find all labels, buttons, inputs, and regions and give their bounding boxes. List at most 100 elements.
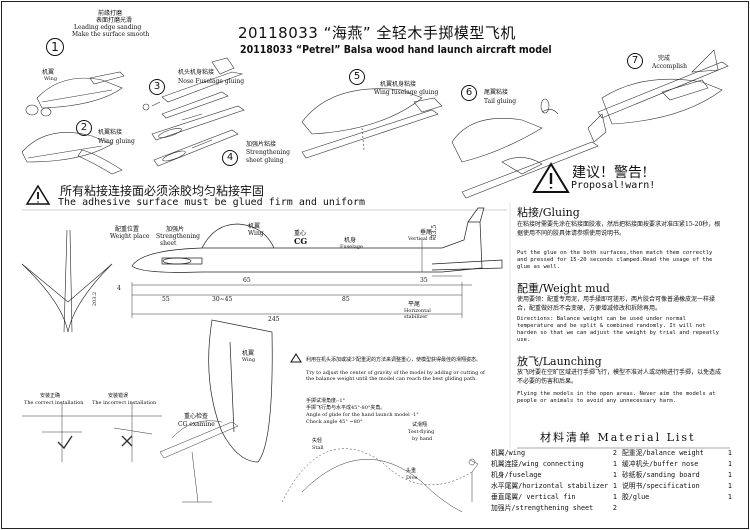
dive-cn: 头重 [406, 468, 417, 474]
wing2-cn: 机翼 [242, 350, 255, 357]
dim-203-2: 203.2 [92, 291, 99, 307]
side-view-fuselage [131, 207, 503, 273]
dim-85: 85 [342, 296, 350, 303]
weight-heading: 配重/Weight mud [517, 282, 610, 295]
material-qty: 1 [727, 493, 732, 501]
step5-label-cn: 机翼机身粘接 [380, 81, 417, 88]
material-qty: 2 [612, 504, 617, 512]
step-5-number: 5 [349, 69, 365, 85]
material-qty: 1 [727, 449, 732, 457]
step-1-number: 1 [46, 38, 64, 56]
test-cn: 试滑翔 [412, 422, 428, 428]
step3-label-cn: 机头机身粘接 [178, 69, 215, 76]
gluing-heading: 粘接/Gluing [517, 206, 580, 219]
launch-text-en: Flying the models in the open areas. Nev… [517, 391, 716, 404]
dim-65: 65 [243, 277, 251, 284]
front-view [21, 229, 113, 333]
material-qty: 1 [612, 493, 617, 501]
material-qty: 1 [612, 460, 617, 468]
title-cn: 20118033 “海燕” 全轻木手掷模型飞机 [238, 24, 516, 42]
step6-label-cn: 尾翼粘接 [484, 89, 509, 96]
warning-icon-left [25, 184, 51, 205]
step1-label-cn1: 前缘打磨 [98, 10, 123, 17]
step7-label-cn: 完成 [658, 55, 671, 62]
cg-note-cn: 利用在机头添加或减少配重泥的方法来调整重心，使模型获得最佳的滑翔姿态。 [306, 357, 482, 363]
step2-label-cn: 机翼粘接 [98, 129, 123, 136]
step1-label-en1: Leading edge sanding [74, 24, 142, 31]
angle-cn2: 手掷飞行角与水平成45°-80°夹角。 [306, 405, 386, 411]
angle-en1: Angle of glide for the hand launch model… [306, 412, 419, 418]
dim-55: 55 [162, 296, 170, 303]
cg-examine-cn: 重心检查 [184, 413, 209, 420]
cg-note-en: Try to adjust the center of gravity of t… [306, 370, 485, 382]
step1-label-cn2: 表面打磨光滑 [96, 17, 133, 24]
cg-examine-en: CG examine [178, 421, 215, 428]
dive-en: Dive [406, 475, 418, 481]
strength-en1: Strengthening [156, 233, 200, 240]
step4-label-cn: 加强片粘接 [246, 141, 277, 148]
material-row: 机翼连接/wing connecting 1 [491, 459, 617, 470]
material-name: 机翼连接/wing connecting [491, 460, 584, 468]
cg-en: CG [294, 236, 308, 246]
note-warning-icon [290, 353, 302, 363]
weight-place-cn: 配重位置 [115, 226, 140, 233]
step-7-number: 7 [627, 53, 643, 69]
step3-label-en: Nose Fuselage gluing [178, 78, 245, 85]
material-row: 机身/fuselage 1 [491, 470, 617, 481]
cg-examine-sketch [159, 420, 239, 503]
weight-text-en: Directions: Balance weight can be used u… [517, 316, 719, 343]
material-row: 垂直尾翼/ vertical fin 1 [491, 492, 617, 503]
material-name: 砂纸板/sanding board [622, 471, 700, 479]
fuselage-en: Fuselage [340, 244, 363, 250]
step4-fuselage-sketch [151, 105, 245, 167]
weight-place-en: Weight place [110, 233, 150, 240]
install-correct-cn: 安装正确 [40, 393, 61, 399]
stab-en1: Horizontal [404, 308, 431, 314]
material-name: 垂直尾翼/ vertical fin [491, 493, 576, 501]
material-name: 说明书/specification [622, 482, 700, 490]
flight-path [281, 448, 479, 513]
title-en: 20118033 “Petrel” Balsa wood hand launch… [240, 44, 552, 56]
dim-35: 35 [420, 277, 428, 284]
step1-part-cn: 机翼 [42, 69, 55, 76]
dim-4: 4 [117, 285, 121, 292]
launch-text-cn: 放飞时要在空旷区域进行手掷飞行，模型不准对人或动物进行手掷，以免造成不必要的伤害… [517, 369, 722, 385]
material-name: 机身/fuselage [491, 471, 542, 479]
fin-cn: 垂尾 [420, 229, 433, 236]
step6-label-en: Tail gluing [484, 98, 517, 105]
test-en2: by hand [412, 436, 433, 442]
material-name: 加强片/strengthening sheet [491, 504, 594, 512]
strength-cn: 加强片 [166, 226, 185, 233]
step7-label-en: Accomplish [652, 63, 687, 70]
step4-label-en2: sheet gluing [246, 157, 284, 164]
material-qty: 1 [727, 460, 732, 468]
material-row: 说明书/specification 1 [622, 481, 732, 492]
material-qty: 1 [612, 471, 617, 479]
fuselage-cn: 机身 [344, 237, 357, 244]
material-name: 机翼/wing [491, 449, 526, 457]
wing2-en: Wing [242, 357, 256, 363]
weight-text-cn: 使用要领：配重专用泥，用手揉即可搓形，两片胶合可像普通橡皮泥一样揉合，配重做好后… [517, 296, 716, 312]
cg-cn: 重心 [294, 230, 307, 237]
material-list-title: 材料清单 Material List [540, 431, 696, 444]
step7-plane-sketch [597, 49, 729, 125]
install-views [22, 402, 162, 462]
install-correct-en: The correct installation [24, 400, 84, 406]
launch-heading: 放飞/Launching [517, 355, 602, 368]
step5-plane-sketch [301, 88, 443, 159]
warning-icon-right [532, 162, 570, 193]
step-2-number: 2 [76, 120, 92, 136]
proposal-cn: 建议！警告! [572, 165, 648, 181]
material-qty: 1 [727, 482, 732, 490]
step1-label-en2: Make the surface smooth [72, 31, 150, 38]
angle-cn1: 手掷试滑角度:-1° [306, 398, 346, 404]
stab-cn: 平尾 [408, 301, 421, 308]
dim-245: 245 [268, 316, 280, 323]
angle-en2: Check angle 45° ~80° [306, 419, 363, 425]
material-qty: 1 [727, 471, 732, 479]
dim-30-45: 30~45 [212, 296, 233, 303]
